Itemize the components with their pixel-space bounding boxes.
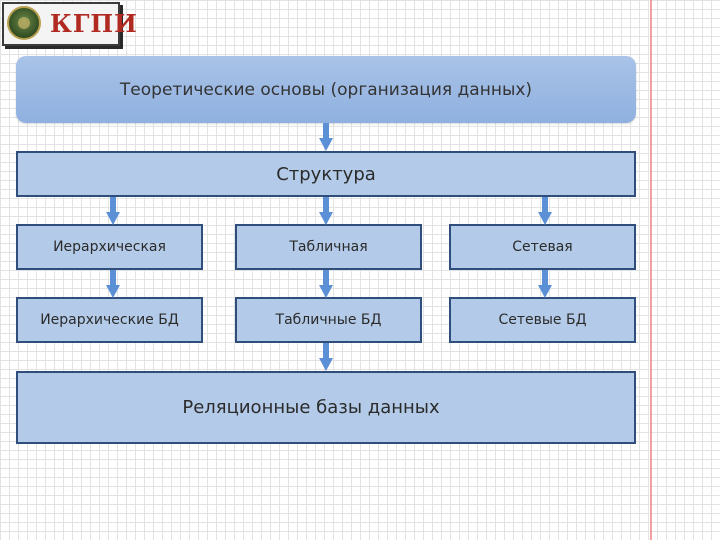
emblem-icon	[7, 6, 41, 40]
type-label: Сетевая	[512, 239, 573, 255]
db-label: Табличные БД	[275, 312, 382, 328]
arrow-down-icon	[106, 197, 120, 225]
arrow-down-icon	[319, 123, 333, 151]
type-box-hierarchical: Иерархическая	[16, 224, 203, 270]
arrow-down-icon	[106, 270, 120, 298]
arrow-down-icon	[538, 197, 552, 225]
relational-db-box: Реляционные базы данных	[16, 371, 636, 444]
type-box-network: Сетевая	[449, 224, 636, 270]
diagram-title: Теоретические основы (организация данных…	[119, 79, 533, 100]
arrow-down-icon	[319, 343, 333, 371]
arrow-down-icon	[538, 270, 552, 298]
type-box-tabular: Табличная	[235, 224, 422, 270]
type-label: Табличная	[289, 239, 368, 255]
notebook-margin-line	[650, 0, 652, 540]
db-box-tabular: Табличные БД	[235, 297, 422, 343]
db-box-network: Сетевые БД	[449, 297, 636, 343]
diagram-title-box: Теоретические основы (организация данных…	[16, 56, 636, 123]
logo: КГПИ	[2, 2, 137, 46]
logo-text: КГПИ	[50, 9, 138, 38]
db-label: Иерархические БД	[40, 312, 179, 328]
db-box-hierarchical: Иерархические БД	[16, 297, 203, 343]
structure-label: Структура	[276, 163, 376, 185]
type-label: Иерархическая	[53, 239, 166, 255]
arrow-down-icon	[319, 197, 333, 225]
db-label: Сетевые БД	[498, 312, 587, 328]
structure-box: Структура	[16, 151, 636, 197]
arrow-down-icon	[319, 270, 333, 298]
relational-label: Реляционные базы данных	[182, 397, 440, 418]
